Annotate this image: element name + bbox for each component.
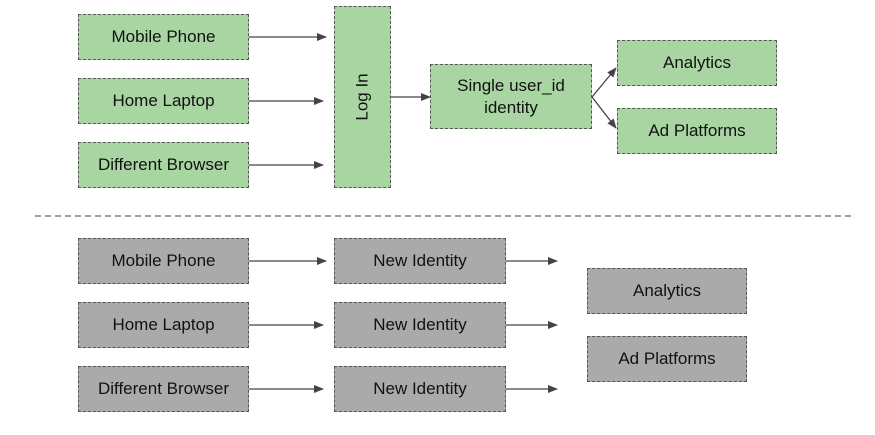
bottom-destination-ad-platforms: Ad Platforms [587, 336, 747, 382]
new-identity-box-2: New Identity [334, 302, 506, 348]
top-device-label: Different Browser [97, 155, 229, 174]
top-device-label: Mobile Phone [111, 27, 216, 46]
bottom-device-label: Mobile Phone [111, 251, 216, 270]
top-device-mobile-phone: Mobile Phone [78, 14, 249, 60]
bottom-device-mobile-phone: Mobile Phone [78, 238, 249, 284]
bottom-destination-analytics: Analytics [587, 268, 747, 314]
new-identity-label: New Identity [373, 315, 467, 334]
new-identity-label: New Identity [373, 251, 467, 270]
single-identity-label-line1: Single user_id [457, 75, 565, 95]
single-identity-box: Single user_id identity [430, 64, 592, 129]
top-destination-ad-platforms: Ad Platforms [617, 108, 777, 154]
arrow-identity-to-adplatforms [591, 96, 617, 129]
top-destination-label: Analytics [662, 53, 732, 72]
new-identity-label: New Identity [373, 379, 467, 398]
top-device-home-laptop: Home Laptop [78, 78, 249, 124]
single-identity-label-line2: identity [484, 97, 538, 117]
bottom-device-label: Different Browser [97, 379, 229, 398]
login-box: Log In [334, 6, 391, 188]
arrow-identity-to-analytics [591, 67, 617, 98]
bottom-device-different-browser: Different Browser [78, 366, 249, 412]
bottom-destination-label: Ad Platforms [618, 349, 716, 368]
new-identity-box-3: New Identity [334, 366, 506, 412]
bottom-device-home-laptop: Home Laptop [78, 302, 249, 348]
bottom-device-label: Home Laptop [112, 315, 215, 334]
top-destination-analytics: Analytics [617, 40, 777, 86]
top-destination-label: Ad Platforms [648, 121, 746, 140]
bottom-destination-label: Analytics [632, 281, 702, 300]
login-label: Log In [352, 73, 372, 121]
top-device-label: Home Laptop [112, 91, 215, 110]
new-identity-box-1: New Identity [334, 238, 506, 284]
top-device-different-browser: Different Browser [78, 142, 249, 188]
